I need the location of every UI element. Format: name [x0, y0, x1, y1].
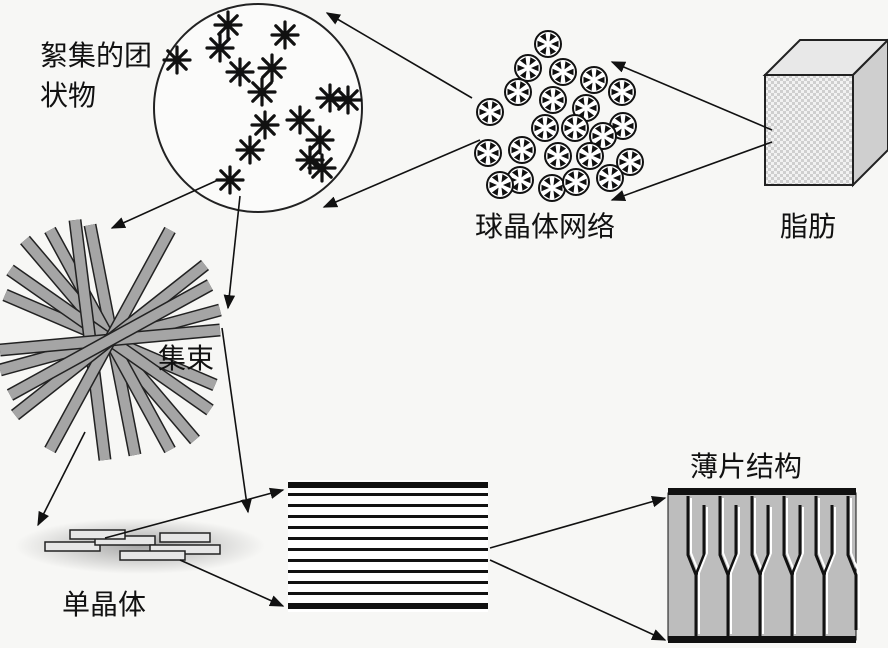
floc-star [247, 77, 277, 107]
floc-star [250, 110, 280, 140]
lamella-gap [850, 498, 860, 628]
lamella-gap [794, 507, 804, 634]
stripe [288, 603, 488, 609]
stripe [288, 515, 488, 518]
spherulite [562, 168, 590, 196]
floc-star [333, 85, 363, 115]
lamella-gap [826, 507, 836, 634]
spherulite [514, 54, 542, 82]
floc-star [235, 135, 265, 165]
spherulite [589, 122, 617, 150]
floc-star [213, 10, 243, 40]
lamella-gap [730, 507, 740, 634]
spherulite [596, 164, 624, 192]
spherulite [549, 58, 577, 86]
label-spherulite-network: 球晶体网络 [475, 210, 616, 243]
stripe [288, 504, 488, 507]
fat-cube-icon [762, 38, 888, 188]
lamella-gap [762, 507, 772, 634]
lamella-bar [822, 505, 834, 636]
floc-star [305, 125, 335, 155]
spherulite [572, 94, 600, 122]
lamella-bar [846, 496, 858, 630]
spherulite [576, 142, 604, 170]
floc-star [162, 45, 192, 75]
stripe [288, 570, 488, 573]
lamella-bar [790, 505, 802, 636]
lamella-gap [698, 507, 708, 634]
stripe [288, 592, 488, 595]
spherulite [476, 98, 504, 126]
floc-star [205, 33, 235, 63]
label-fat: 脂肪 [780, 210, 837, 243]
floc-circle-icon [153, 3, 363, 213]
spherulite [504, 78, 532, 106]
needle [6, 279, 214, 401]
spherulite [580, 66, 608, 94]
label-single-crystal: 单晶体 [62, 588, 147, 621]
stripe [288, 559, 488, 562]
spherulite [616, 148, 644, 176]
spherulite [531, 114, 559, 142]
stripe [288, 493, 488, 496]
spherulite-cluster-icon [474, 30, 644, 202]
spherulite [561, 114, 589, 142]
floc-star [285, 105, 315, 135]
arrows [37, 12, 773, 641]
stripe [288, 581, 488, 584]
spherulite [539, 86, 567, 114]
spherulite [538, 174, 566, 202]
spherulite [474, 139, 502, 167]
lamella-icon [667, 488, 860, 643]
floc-star [215, 165, 245, 195]
label-lamellar: 薄片结构 [690, 450, 803, 483]
lamella-bar [694, 505, 706, 636]
spherulite [534, 30, 562, 58]
label-bundle: 集束 [158, 342, 215, 375]
spherulite [486, 171, 514, 199]
stripe [288, 548, 488, 551]
stripe [288, 537, 488, 540]
spherulite [508, 136, 536, 164]
floc-star [307, 153, 337, 183]
floc-star [225, 57, 255, 87]
single-crystal-icon [15, 518, 265, 574]
spherulite [544, 142, 572, 170]
floc-star [257, 53, 287, 83]
stripe [288, 482, 488, 488]
striped-block-icon [288, 480, 488, 612]
floc-star [315, 83, 345, 113]
label-flocculated: 絮集的团状物 [40, 39, 153, 112]
lamella-bar [726, 505, 738, 636]
lamella-bar [758, 505, 770, 636]
spherulite [608, 78, 636, 106]
stripe [288, 526, 488, 529]
needle-bundle-icon [0, 219, 222, 461]
floc-star [270, 20, 300, 50]
